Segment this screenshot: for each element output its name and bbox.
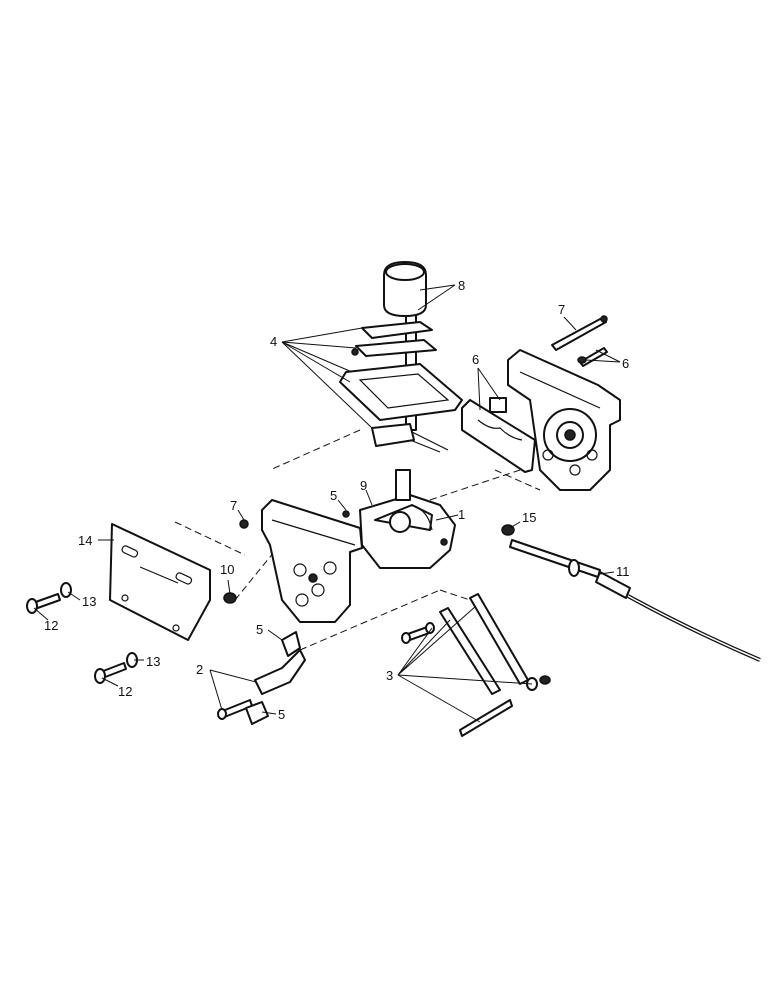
- callout-15: 15: [522, 510, 536, 525]
- callouts: 8 4 6 7 6 1 9 5 7 14 10 13 12 5 13 2 3 1…: [44, 278, 630, 722]
- callout-12-upper: 12: [44, 618, 58, 633]
- gear-segment: [359, 469, 456, 569]
- callout-6-right: 6: [622, 356, 629, 371]
- gate-plate-assembly: [339, 321, 463, 453]
- lever-knob: [383, 261, 427, 431]
- side-plate: [109, 523, 211, 641]
- callout-13-lower: 13: [146, 654, 160, 669]
- callout-13-upper: 13: [82, 594, 96, 609]
- control-cable: [501, 524, 761, 662]
- callout-5-lower: 5: [278, 707, 285, 722]
- callout-2: 2: [196, 662, 203, 677]
- callout-6-upper: 6: [472, 352, 479, 367]
- callout-8: 8: [458, 278, 465, 293]
- callout-4: 4: [270, 334, 277, 349]
- detent-plate: [461, 397, 536, 473]
- callout-14: 14: [78, 533, 92, 548]
- upper-screws: [551, 315, 608, 367]
- right-housing: [507, 349, 621, 491]
- callout-7-left: 7: [230, 498, 237, 513]
- callout-10: 10: [220, 562, 234, 577]
- assembly-lines: [174, 429, 541, 651]
- callout-7-upper: 7: [558, 302, 565, 317]
- callout-3: 3: [386, 668, 393, 683]
- bracket-and-switch: [217, 510, 350, 725]
- left-housing: [261, 499, 363, 623]
- callout-1: 1: [458, 507, 465, 522]
- leader-lines: [33, 284, 621, 723]
- callout-5-middle: 5: [256, 622, 263, 637]
- callout-5-upper: 5: [330, 488, 337, 503]
- callout-11: 11: [616, 564, 630, 579]
- callout-12-lower: 12: [118, 684, 132, 699]
- callout-9: 9: [360, 478, 367, 493]
- bolts-left: [26, 519, 249, 684]
- linkage-rods: [401, 593, 551, 737]
